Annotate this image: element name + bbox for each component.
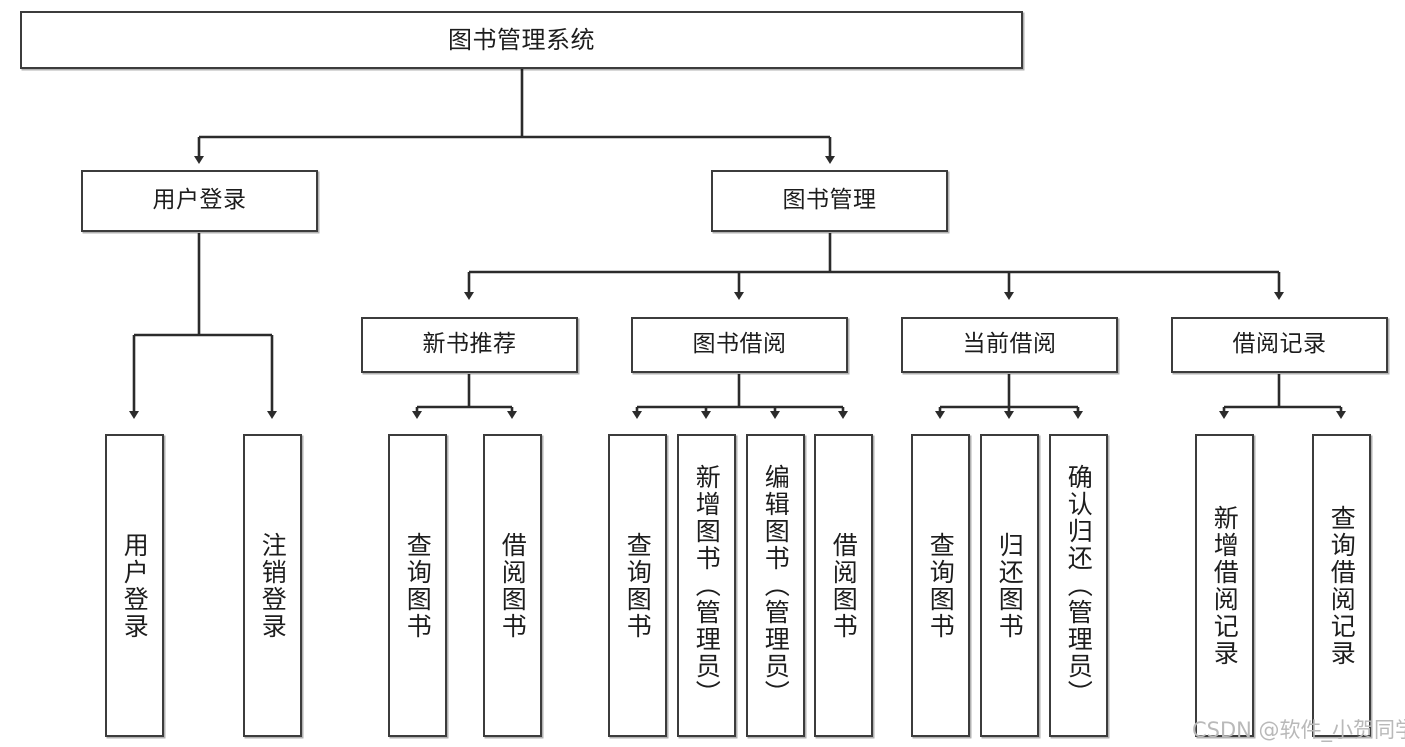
node-user-login[interactable]: 用户登录 — [81, 170, 318, 232]
node-label: 归还图书 — [995, 531, 1025, 640]
node-label: 借阅图书 — [498, 531, 528, 640]
node-label: 查询图书 — [403, 531, 433, 640]
node-label: 新书推荐 — [422, 331, 517, 358]
node-leaf-borrow-book-2[interactable]: 借阅图书 — [814, 434, 873, 737]
node-book-management[interactable]: 图书管理 — [711, 170, 948, 232]
node-label: 用户登录 — [120, 531, 150, 640]
node-label: 查询图书 — [623, 531, 653, 640]
node-leaf-user-login[interactable]: 用户登录 — [105, 434, 164, 737]
node-label: 查询借阅记录 — [1327, 504, 1357, 667]
node-leaf-query-book-1[interactable]: 查询图书 — [388, 434, 447, 737]
node-leaf-add-book-admin[interactable]: 新增图书（管理员） — [677, 434, 736, 737]
node-label: 当前借阅 — [962, 331, 1057, 358]
node-borrow-record[interactable]: 借阅记录 — [1171, 317, 1388, 373]
node-new-book-recommend[interactable]: 新书推荐 — [361, 317, 578, 373]
node-label: 图书管理系统 — [448, 25, 595, 54]
node-label: 编辑图书（管理员） — [761, 464, 791, 707]
node-leaf-logout-login[interactable]: 注销登录 — [243, 434, 302, 737]
node-leaf-query-book-2[interactable]: 查询图书 — [608, 434, 667, 737]
node-leaf-borrow-book-1[interactable]: 借阅图书 — [483, 434, 542, 737]
node-leaf-query-borrow-record[interactable]: 查询借阅记录 — [1312, 434, 1371, 737]
node-label: 注销登录 — [258, 531, 288, 640]
node-leaf-add-borrow-record[interactable]: 新增借阅记录 — [1195, 434, 1254, 737]
node-root-library-management-system[interactable]: 图书管理系统 — [20, 11, 1023, 69]
node-leaf-query-book-3[interactable]: 查询图书 — [911, 434, 970, 737]
node-leaf-return-book[interactable]: 归还图书 — [980, 434, 1039, 737]
node-book-borrow[interactable]: 图书借阅 — [631, 317, 848, 373]
node-current-borrow[interactable]: 当前借阅 — [901, 317, 1118, 373]
node-label: 借阅记录 — [1232, 331, 1327, 358]
node-leaf-confirm-return-admin[interactable]: 确认归还（管理员） — [1049, 434, 1108, 737]
node-label: 新增图书（管理员） — [692, 464, 722, 707]
node-leaf-edit-book-admin[interactable]: 编辑图书（管理员） — [746, 434, 805, 737]
node-label: 确认归还（管理员） — [1064, 464, 1094, 707]
node-label: 借阅图书 — [829, 531, 859, 640]
node-label: 查询图书 — [926, 531, 956, 640]
node-label: 图书管理 — [782, 187, 877, 214]
watermark-text: CSDN @软件_小贺同学 — [1192, 718, 1405, 742]
node-label: 用户登录 — [152, 187, 247, 214]
node-label: 新增借阅记录 — [1210, 504, 1240, 667]
node-label: 图书借阅 — [692, 331, 787, 358]
